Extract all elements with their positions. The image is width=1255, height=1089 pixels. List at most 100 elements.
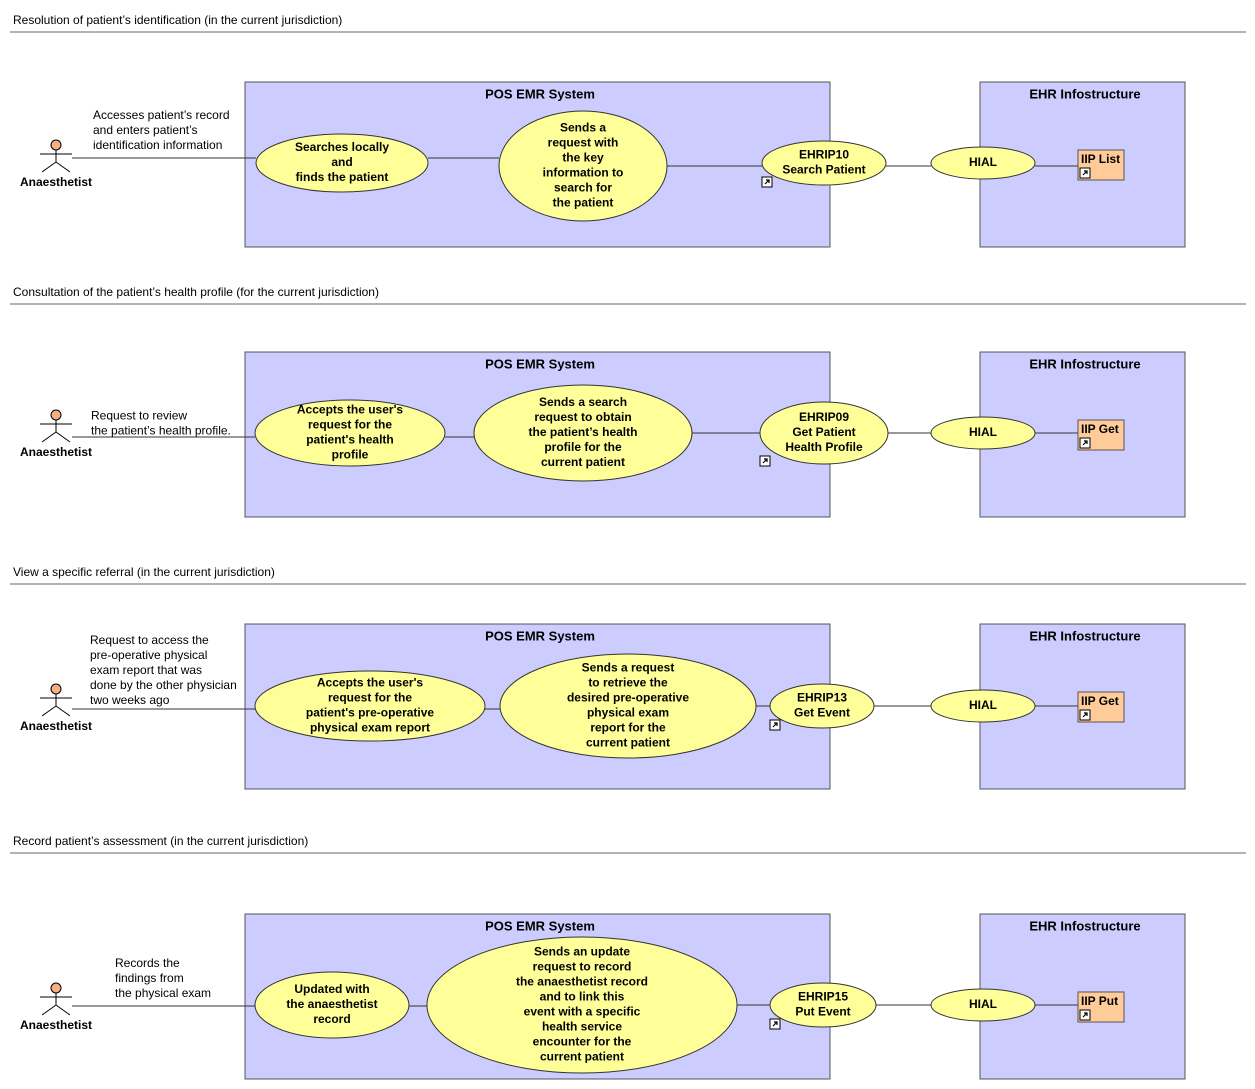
emr-title: POS EMR System bbox=[485, 356, 595, 371]
usecase-local-label: Updated with bbox=[294, 982, 369, 996]
actor-anaesthetist bbox=[40, 982, 72, 1016]
usecase-request-label: profile for the bbox=[544, 440, 622, 454]
usecase-request-label: Sends a request bbox=[582, 661, 675, 675]
link-icon bbox=[761, 176, 773, 188]
ehr-title: EHR Infostructure bbox=[1029, 356, 1140, 371]
usecase-ehrip-label: EHRIP15 bbox=[798, 990, 848, 1004]
usecase-request-label: current patient bbox=[541, 455, 625, 469]
usecase-local bbox=[254, 971, 410, 1039]
emr-title: POS EMR System bbox=[485, 628, 595, 643]
usecase-ehrip bbox=[769, 982, 877, 1028]
usecase-local-label: request for the bbox=[308, 418, 392, 432]
usecase-ehrip-label: Put Event bbox=[795, 1005, 850, 1019]
usecase-local-label: the anaesthetist bbox=[286, 997, 377, 1011]
link-icon bbox=[1079, 1009, 1091, 1021]
note-line: identification information bbox=[93, 138, 222, 152]
usecase-request-label: report for the bbox=[590, 721, 666, 735]
usecase-request-label: information to bbox=[543, 166, 624, 180]
usecase-local-label: Accepts the user's bbox=[297, 403, 404, 417]
actor-anaesthetist bbox=[40, 139, 72, 173]
usecase-local-label: record bbox=[313, 1012, 350, 1026]
usecase-local-label: Searches locally bbox=[295, 140, 389, 154]
usecase-request-label: search for bbox=[554, 181, 612, 195]
link-icon bbox=[1079, 709, 1091, 721]
usecase-request-label: Sends a bbox=[560, 121, 606, 135]
usecase-ehrip-label: EHRIP10 bbox=[799, 148, 849, 162]
iip-label: IIP Put bbox=[1081, 994, 1118, 1008]
usecase-ehrip-label: EHRIP13 bbox=[797, 691, 847, 705]
note-line: exam report that was bbox=[90, 663, 202, 677]
hial-usecase bbox=[930, 146, 1036, 180]
iip-label: IIP Get bbox=[1081, 422, 1119, 436]
link-icon bbox=[759, 455, 771, 467]
section-title: Resolution of patient’s identification (… bbox=[13, 13, 342, 27]
usecase-request bbox=[498, 110, 668, 222]
usecase-local bbox=[254, 399, 446, 467]
link-icon bbox=[1079, 437, 1091, 449]
usecase-local-label: and bbox=[331, 155, 352, 169]
usecase-request-label: event with a specific bbox=[524, 1005, 641, 1019]
note-line: and enters patient’s bbox=[93, 123, 198, 137]
usecase-local-label: finds the patient bbox=[296, 170, 389, 184]
actor-anaesthetist bbox=[40, 409, 72, 443]
ehr-title: EHR Infostructure bbox=[1029, 918, 1140, 933]
scenario-4: Record patient’s assessment (in the curr… bbox=[10, 834, 1246, 1080]
usecase-request bbox=[499, 653, 757, 759]
usecase-request bbox=[473, 384, 693, 482]
usecase-request-label: physical exam bbox=[587, 706, 669, 720]
usecase-ehrip-label: Search Patient bbox=[782, 163, 865, 177]
actor-head-icon bbox=[50, 683, 62, 695]
scenario-3: View a specific referral (in the current… bbox=[10, 565, 1246, 790]
usecase-request bbox=[426, 936, 738, 1074]
usecase-local-label: physical exam report bbox=[310, 721, 430, 735]
usecase-request-label: and to link this bbox=[540, 990, 625, 1004]
usecase-request-label: desired pre-operative bbox=[567, 691, 689, 705]
scenario-2: Consultation of the patient’s health pro… bbox=[10, 285, 1246, 518]
usecase-ehrip bbox=[759, 401, 889, 465]
usecase-local-label: profile bbox=[332, 448, 369, 462]
hial-usecase bbox=[930, 988, 1036, 1022]
usecase-local-label: patient's health bbox=[306, 433, 394, 447]
hial-usecase bbox=[930, 416, 1036, 450]
note-line: Accesses patient’s record bbox=[93, 108, 230, 122]
note-line: findings from bbox=[115, 971, 184, 985]
section-title: View a specific referral (in the current… bbox=[13, 565, 275, 579]
actor-head-icon bbox=[50, 982, 62, 994]
usecase-request-label: Sends a search bbox=[539, 395, 627, 409]
actor-label: Anaesthetist bbox=[20, 1018, 92, 1032]
section-title: Record patient’s assessment (in the curr… bbox=[13, 834, 308, 848]
actor-label: Anaesthetist bbox=[20, 175, 92, 189]
usecase-ehrip bbox=[769, 683, 875, 729]
scenario-1: Resolution of patient’s identification (… bbox=[10, 13, 1246, 248]
actor-label: Anaesthetist bbox=[20, 719, 92, 733]
emr-title: POS EMR System bbox=[485, 86, 595, 101]
usecase-request-label: request to record bbox=[533, 960, 632, 974]
note-line: the physical exam bbox=[115, 986, 211, 1000]
usecase-request-label: current patient bbox=[540, 1050, 624, 1064]
iip-label: IIP List bbox=[1081, 152, 1120, 166]
actor-label: Anaesthetist bbox=[20, 445, 92, 459]
hial-label: HIAL bbox=[969, 425, 997, 439]
usecase-ehrip-label: EHRIP09 bbox=[799, 410, 849, 424]
actor-head-icon bbox=[50, 139, 62, 151]
hial-usecase bbox=[930, 689, 1036, 723]
note-line: Records the bbox=[115, 956, 180, 970]
usecase-local-label: Accepts the user's bbox=[317, 676, 424, 690]
link-icon bbox=[769, 719, 781, 731]
usecase-request-label: health service bbox=[542, 1020, 622, 1034]
iip-label: IIP Get bbox=[1081, 694, 1119, 708]
note-line: done by the other physician bbox=[90, 678, 237, 692]
note-line: pre-operative physical bbox=[90, 648, 207, 662]
usecase-local-label: request for the bbox=[328, 691, 412, 705]
note-line: Request to access the bbox=[90, 633, 209, 647]
usecase-ehrip-label: Get Patient bbox=[792, 425, 855, 439]
section-title: Consultation of the patient’s health pro… bbox=[13, 285, 379, 299]
usecase-request-label: the anaesthetist record bbox=[516, 975, 648, 989]
usecase-ehrip bbox=[761, 140, 887, 186]
ehr-title: EHR Infostructure bbox=[1029, 628, 1140, 643]
usecase-local-label: patient's pre-operative bbox=[306, 706, 435, 720]
usecase-request-label: to retrieve the bbox=[588, 676, 668, 690]
usecase-ehrip-label: Get Event bbox=[794, 706, 850, 720]
ehr-title: EHR Infostructure bbox=[1029, 86, 1140, 101]
